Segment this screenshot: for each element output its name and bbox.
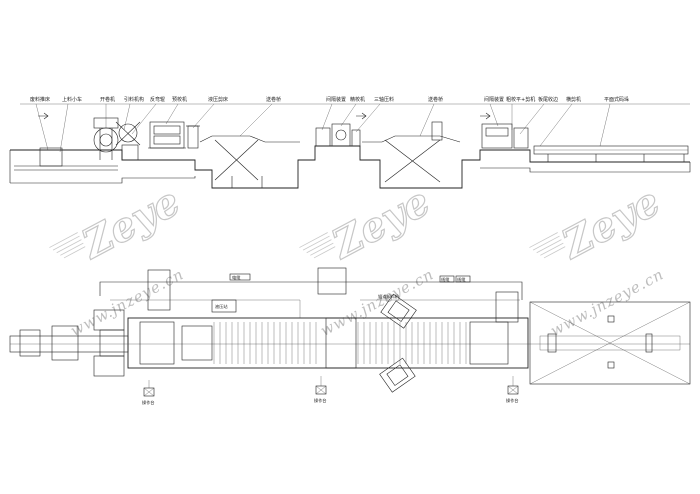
feed-direction-arrow bbox=[38, 112, 49, 120]
leader-line bbox=[321, 103, 333, 131]
leader-line bbox=[131, 103, 157, 135]
side-view-label: 引料机构 bbox=[124, 96, 144, 103]
precision-leveler bbox=[315, 123, 361, 147]
side-view-label: 间隔装置 bbox=[326, 96, 346, 103]
side-view-labels: 废料推床上料小车开卷机引料机构反弯辊预校机液压剪床送卷桥间隔装置精校机三轴压料送… bbox=[30, 96, 629, 103]
stacker-area bbox=[529, 301, 691, 385]
plan-machines bbox=[139, 267, 519, 369]
side-view-label: 平面式码垛 bbox=[604, 96, 629, 103]
side-view-leader-lines bbox=[35, 103, 611, 153]
watermark-logo: Zeye bbox=[73, 178, 188, 269]
feed-direction-arrow bbox=[480, 112, 491, 120]
leader-line bbox=[539, 103, 573, 147]
control-panel-label: 操作台 bbox=[506, 397, 519, 404]
watermark-group-right: Zeye www.jnzeye.cn bbox=[529, 177, 668, 340]
watermark-group-middle: Zeye www.jnzeye.cn bbox=[299, 177, 438, 340]
control-panel-2: 操作台 bbox=[314, 385, 327, 404]
looping-bridge-2 bbox=[362, 121, 461, 183]
side-view-label: 送卷桥 bbox=[266, 96, 281, 103]
leader-line bbox=[123, 103, 131, 131]
control-panel-label: 操作台 bbox=[314, 397, 327, 404]
cable-label: 线缆 bbox=[441, 276, 450, 283]
watermark-logo: Zeye bbox=[323, 178, 438, 269]
leader-line bbox=[489, 103, 499, 127]
side-view-label: 板尾收边 bbox=[538, 96, 558, 103]
roller-table bbox=[213, 322, 467, 364]
side-view-label: 粗校平+剪机 bbox=[506, 96, 535, 103]
plan-view: 电缆 线缆 线缆 液压站 bbox=[9, 267, 691, 406]
leader-line bbox=[35, 103, 49, 151]
watermark-url: www.jnzeye.cn bbox=[317, 265, 437, 340]
side-view-label: 横剪机 bbox=[566, 96, 581, 103]
watermark-url: www.jnzeye.cn bbox=[547, 265, 667, 340]
leveler-machine bbox=[148, 121, 186, 149]
watermark-group-left: Zeye www.jnzeye.cn bbox=[49, 177, 188, 340]
side-view: 废料推床上料小车开卷机引料机构反弯辊预校机液压剪床送卷桥间隔装置精校机三轴压料送… bbox=[9, 96, 691, 189]
uncoiler-machine bbox=[39, 117, 119, 167]
hydraulic-station-label: 液压站 bbox=[215, 303, 228, 310]
side-conveyor-upper bbox=[380, 293, 417, 329]
side-view-label: 预校机 bbox=[172, 96, 187, 103]
leader-line bbox=[419, 103, 435, 137]
cable-label: 电缆 bbox=[232, 274, 241, 281]
hydraulic-station bbox=[211, 299, 237, 313]
side-view-label: 废料推床 bbox=[30, 96, 50, 103]
leader-line bbox=[165, 103, 179, 125]
control-panel-3: 操作台 bbox=[506, 385, 519, 404]
side-view-label: 精校机 bbox=[350, 96, 365, 103]
side-view-label: 液压剪床 bbox=[208, 96, 228, 103]
control-panel-label: 操作台 bbox=[142, 399, 155, 406]
watermark-logo: Zeye bbox=[553, 178, 668, 269]
looping-bridge-1 bbox=[199, 135, 300, 188]
leader-line bbox=[599, 103, 611, 147]
leader-line bbox=[519, 103, 545, 135]
shear-machine bbox=[186, 125, 200, 149]
leader-line bbox=[59, 103, 69, 153]
cut-to-length-shear bbox=[481, 123, 529, 149]
side-view-label: 间隔装置 bbox=[484, 96, 504, 103]
leader-line bbox=[355, 103, 381, 133]
watermark-url: www.jnzeye.cn bbox=[67, 265, 187, 340]
side-view-label: 上料小车 bbox=[62, 96, 82, 103]
leader-line bbox=[340, 103, 357, 127]
side-view-label: 送卷桥 bbox=[428, 96, 443, 103]
control-panel-1: 操作台 bbox=[142, 387, 155, 406]
stacker-conveyor bbox=[533, 145, 689, 162]
conveyor-label: 辊道卸料机 bbox=[378, 293, 400, 300]
cable-label: 线缆 bbox=[457, 276, 466, 283]
leader-line bbox=[239, 103, 273, 137]
leader-line bbox=[192, 103, 215, 129]
side-view-label: 三轴压料 bbox=[374, 96, 394, 103]
side-view-label: 反弯辊 bbox=[150, 96, 165, 103]
side-conveyor-lower bbox=[379, 357, 416, 393]
straightener-machine bbox=[115, 121, 141, 161]
entry-section bbox=[19, 309, 125, 377]
feed-direction-arrow bbox=[356, 112, 367, 120]
side-view-label: 开卷机 bbox=[100, 96, 115, 103]
